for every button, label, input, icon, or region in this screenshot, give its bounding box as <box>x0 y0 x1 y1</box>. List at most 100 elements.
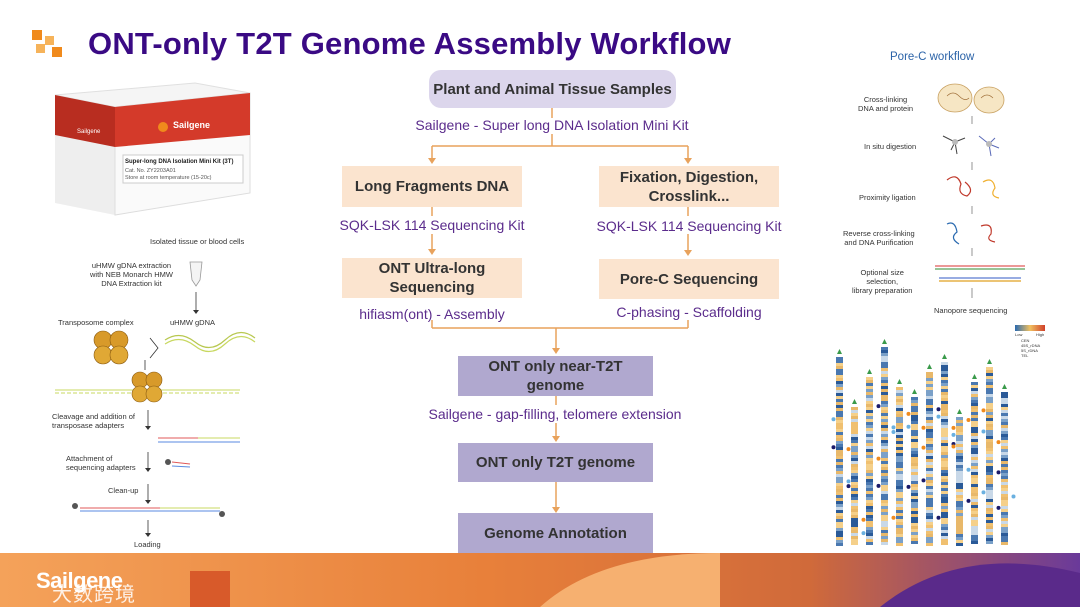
chromosome-band <box>896 492 903 495</box>
chromosome-band <box>851 431 858 434</box>
chromosome-band <box>851 416 858 419</box>
chromosome-band <box>986 412 993 415</box>
chromosome-band <box>986 466 993 469</box>
karyo-legend-items: CEN 45S_rDNA 5S_rDNA TEL <box>1021 338 1040 358</box>
cphasing-label: C-phasing - Scaffolding <box>616 304 762 320</box>
chromosome-band <box>881 419 888 422</box>
chromosome-band <box>911 535 918 538</box>
chromosome-band <box>941 503 948 506</box>
chromosome-band <box>881 380 888 383</box>
chromosome-band <box>986 415 993 418</box>
chromosome-band <box>1001 446 1008 449</box>
porec-step-ligation: Proximity ligation <box>859 193 916 202</box>
chromosome-band <box>926 372 933 375</box>
chromosome-band <box>836 528 843 531</box>
chromosome-band <box>971 385 978 388</box>
chromosome-band <box>956 492 963 495</box>
chromosome-band <box>881 533 888 536</box>
chromosome-band <box>911 511 918 514</box>
chromosome-band <box>881 431 888 434</box>
chromosome-band <box>1001 503 1008 506</box>
chromosome-band <box>866 500 873 503</box>
footer-brand: Sailgene <box>36 568 123 593</box>
kit-brand-side: Sailgene <box>77 129 101 135</box>
chromosome-band <box>866 458 873 461</box>
chromosome-band <box>926 456 933 459</box>
chromosome-band <box>836 480 843 483</box>
chromosome-band <box>926 432 933 435</box>
chromosome-band <box>971 442 978 445</box>
chromosome-band <box>836 357 843 360</box>
chromosome-band <box>881 470 888 473</box>
karyotype-image <box>831 339 1016 546</box>
chromosome-band <box>896 486 903 489</box>
chromosome-band <box>881 404 888 407</box>
chromosome-band <box>986 433 993 436</box>
porec-step-crosslinking: Cross-linking DNA and protein <box>858 95 914 113</box>
chromosome-band <box>911 514 918 517</box>
chromosome-band <box>986 526 993 529</box>
chromosome-band <box>971 502 978 505</box>
chromosome-band <box>881 464 888 467</box>
chromosome-band <box>911 487 918 490</box>
telomere-marker <box>897 379 902 384</box>
chromosome-band <box>986 427 993 430</box>
chromosome-band <box>1001 524 1008 527</box>
chromosome-band <box>881 455 888 458</box>
chromosome-band <box>866 527 873 530</box>
chromosome-band <box>911 508 918 511</box>
chromosome-band <box>836 516 843 519</box>
chromosome-band <box>1001 494 1008 497</box>
chromosome-band <box>941 395 948 398</box>
chromosome-band <box>866 539 873 542</box>
chromosome-band <box>896 420 903 423</box>
chromosome-band <box>926 408 933 411</box>
chromosome-band <box>836 525 843 528</box>
chromosome-band <box>911 403 918 406</box>
chromosome-band <box>881 413 888 416</box>
feature-marker <box>876 404 881 409</box>
chromosome-band <box>896 396 903 399</box>
kit-brand: Sailgene <box>173 120 211 130</box>
chromosome-band <box>836 519 843 522</box>
chromosome-band <box>986 472 993 475</box>
chromosome-band <box>941 404 948 407</box>
chromosome-band <box>851 500 858 503</box>
chromosome-band <box>911 424 918 427</box>
chromosome-band <box>941 455 948 458</box>
chromosome-band <box>896 504 903 507</box>
chromosome-band <box>881 368 888 371</box>
chromosome-band <box>1001 509 1008 512</box>
chromosome-band <box>971 433 978 436</box>
chromosome-band <box>851 449 858 452</box>
kit-left-label: SQK-LSK 114 Sequencing Kit <box>339 217 525 233</box>
chromosome-band <box>926 462 933 465</box>
chromosome-band <box>1001 437 1008 440</box>
chromosome-band <box>881 422 888 425</box>
chromosome-band <box>956 486 963 489</box>
kit-cat: Cat. No. ZY2203A01 <box>125 168 176 174</box>
chromosome-band <box>926 465 933 468</box>
chromosome-band <box>896 540 903 543</box>
chromosome-band <box>986 499 993 502</box>
feature-marker <box>876 456 881 461</box>
chromosome-band <box>881 479 888 482</box>
chromosome-band <box>866 536 873 539</box>
chromosome-band <box>881 398 888 401</box>
chromosome-band <box>941 368 948 371</box>
chromosome-band <box>866 398 873 401</box>
chromosome-band <box>971 445 978 448</box>
feature-marker <box>996 470 1001 475</box>
chromosome-band <box>866 488 873 491</box>
chromosome-band <box>866 506 873 509</box>
chromosome-band <box>866 401 873 404</box>
chromosome-band <box>836 501 843 504</box>
chromosome-band <box>836 534 843 537</box>
chromosome-band <box>911 496 918 499</box>
chromosome-band <box>971 409 978 412</box>
chromosome-band <box>836 540 843 543</box>
footer-band <box>0 553 1080 607</box>
chromosome-band <box>956 435 963 438</box>
chromosome-band <box>911 448 918 451</box>
chromosome-band <box>896 417 903 420</box>
